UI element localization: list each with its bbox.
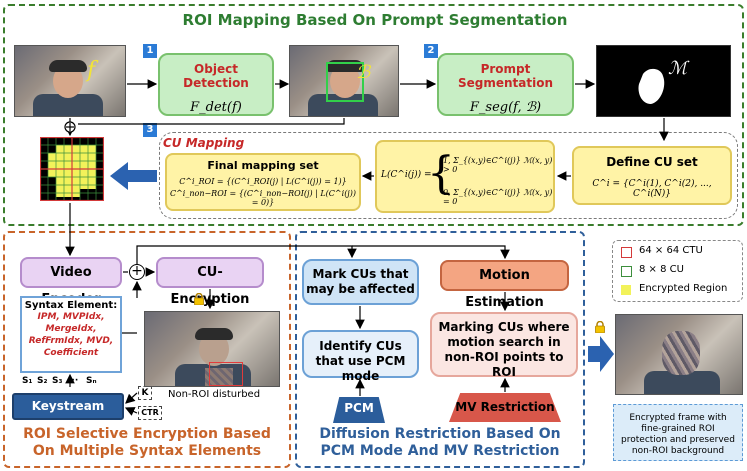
output-note: Encrypted frame with fine-grained ROI pr… <box>613 404 743 461</box>
segmentation-mask-image <box>596 45 731 117</box>
encryption-title-line-1: ROI Selective Encryption Based <box>23 426 271 442</box>
keystream-generator-box: Keystream generator <box>12 393 124 436</box>
mv-restriction-label: MV Restriction <box>455 400 555 414</box>
define-cu-set-box: Define CU set C^i = {C^i(1), C^i(2), ...… <box>572 146 732 205</box>
prompt-segmentation-title: Prompt Segmentation <box>457 62 554 90</box>
marking-cus-label: Marking CUs where motion search in non-R… <box>438 320 570 379</box>
indicator-function-box: L(C^i(j)) = { 1, Σ_{(x,y)∈C^i(j)} ℳ(x, y… <box>375 140 555 213</box>
ctr-box: CTR <box>138 406 162 420</box>
frame-symbol: f <box>87 58 96 83</box>
final-mapping-non-roi: C^i_non−ROI = {(C^i_non−ROI(j) | L(C^i(j… <box>169 189 357 207</box>
ctr-label: CTR <box>141 408 159 417</box>
syntax-element-box: Syntax Element: IPM, MVPIdx, MergeIdx, R… <box>20 296 122 373</box>
cu-mapping-title: CU Mapping <box>163 136 245 150</box>
key-label: K <box>141 388 149 398</box>
detected-frame-image <box>289 45 399 117</box>
legend-cu-label: 8 × 8 CU <box>639 264 684 275</box>
diffusion-panel <box>295 231 585 468</box>
non-roi-disturbed-image <box>144 311 280 387</box>
keystream-generator-label: Keystream generator <box>31 399 105 436</box>
syntax-line-1: IPM, MVPIdx, <box>37 312 105 322</box>
xor-icon: + <box>129 264 145 280</box>
encryption-panel-title: ROI Selective Encryption Based On Multip… <box>8 426 286 460</box>
cu-mapping-region <box>159 132 738 219</box>
input-frame-image <box>14 45 126 117</box>
indicator-brace: { <box>427 148 455 199</box>
prompt-segmentation-box: Prompt Segmentation F_seg(f, ℬ) <box>437 53 574 116</box>
roi-mapping-panel <box>3 4 744 226</box>
encryption-title-line-2: On Multiple Syntax Elements <box>32 443 262 459</box>
diffusion-title-line-1: Diffusion Restriction Based On <box>319 426 561 442</box>
final-mapping-box: Final mapping set C^i_ROI = {(C^i_ROI(j)… <box>165 153 361 211</box>
legend-cu-swatch <box>621 266 632 277</box>
sn-label: Sₙ <box>86 376 97 386</box>
marking-cus-box: Marking CUs where motion search in non-R… <box>430 312 578 379</box>
encryption-panel <box>3 231 291 468</box>
identify-pcm-label: Identify CUs that use PCM mode <box>315 339 406 383</box>
roi-mapping-title: ROI Mapping Based On Prompt Segmentation <box>182 11 568 29</box>
mark-cus-label: Mark CUs that may be affected <box>306 267 415 296</box>
object-detection-title: Object Detection <box>183 62 249 90</box>
legend-ctu-label: 64 × 64 CTU <box>639 245 703 256</box>
final-mapping-title: Final mapping set <box>207 159 319 172</box>
step-2-badge: 2 <box>424 44 438 58</box>
mapping-output-arrow <box>110 162 157 190</box>
syntax-element-title: Syntax Element: <box>24 300 118 311</box>
syntax-line-4: Coefficient <box>43 348 99 358</box>
define-cu-formula: C^i = {C^i(1), C^i(2), ..., C^i(N)} <box>592 179 712 199</box>
mark-cus-box: Mark CUs that may be affected <box>302 259 419 305</box>
define-cu-title: Define CU set <box>606 155 698 169</box>
diffusion-title-line-2: PCM Mode And MV Restriction <box>320 443 560 459</box>
syntax-line-3: RefFrmIdx, MVD, <box>28 336 114 346</box>
indicator-case-0: 0, Σ_{(x,y)∈C^i(j)} ℳ(x, y) = 0 <box>443 188 553 206</box>
cu-encryption-box: CU-Encryption <box>156 257 264 307</box>
cu-grid-svg <box>39 136 105 202</box>
non-roi-disturbed-label: Non-ROI disturbed <box>168 389 261 400</box>
legend: 64 × 64 CTU 8 × 8 CU Encrypted Region <box>612 240 743 302</box>
step-1-badge: 1 <box>143 44 157 58</box>
s1-label: S₁ <box>22 376 33 386</box>
mask-symbol: ℳ <box>668 58 688 79</box>
syntax-line-2: MergeIdx, <box>45 324 97 334</box>
mask-shape <box>638 68 665 104</box>
output-arrow <box>588 336 614 372</box>
diffusion-panel-title: Diffusion Restriction Based On PCM Mode … <box>300 426 580 460</box>
legend-ctu-swatch <box>621 247 632 258</box>
step-3-badge: 3 <box>143 123 157 137</box>
legend-encrypted-swatch <box>621 285 631 295</box>
indicator-lhs: L(C^i(j)) = <box>381 170 432 180</box>
prompt-segmentation-formula: F_seg(f, ℬ) <box>469 100 542 115</box>
disturbed-region-box <box>209 362 243 386</box>
indicator-case-1: 1, Σ_{(x,y)∈C^i(j)} ℳ(x, y) > 0 <box>443 156 553 174</box>
final-mapping-roi: C^i_ROI = {(C^i_ROI(j) | L(C^i(j)) = 1)} <box>179 177 347 186</box>
s2-label: S₂ <box>37 376 48 386</box>
object-detection-box: Object Detection F_det(f) <box>158 53 274 116</box>
legend-encrypted-label: Encrypted Region <box>639 283 728 294</box>
s3-label: S₃ <box>52 376 63 386</box>
object-detection-formula: F_det(f) <box>190 100 242 115</box>
mv-restriction-box: MV Restriction <box>449 393 561 422</box>
output-note-text: Encrypted frame with fine-grained ROI pr… <box>621 413 735 456</box>
encrypted-output-image <box>615 314 743 395</box>
cu-grid-map <box>39 136 105 202</box>
bbox-symbol: ℬ <box>356 62 371 83</box>
detection-bbox <box>326 62 364 102</box>
identify-pcm-box: Identify CUs that use PCM mode <box>302 330 419 383</box>
pcm-label: PCM <box>344 401 374 415</box>
pcm-box: PCM <box>333 397 385 423</box>
